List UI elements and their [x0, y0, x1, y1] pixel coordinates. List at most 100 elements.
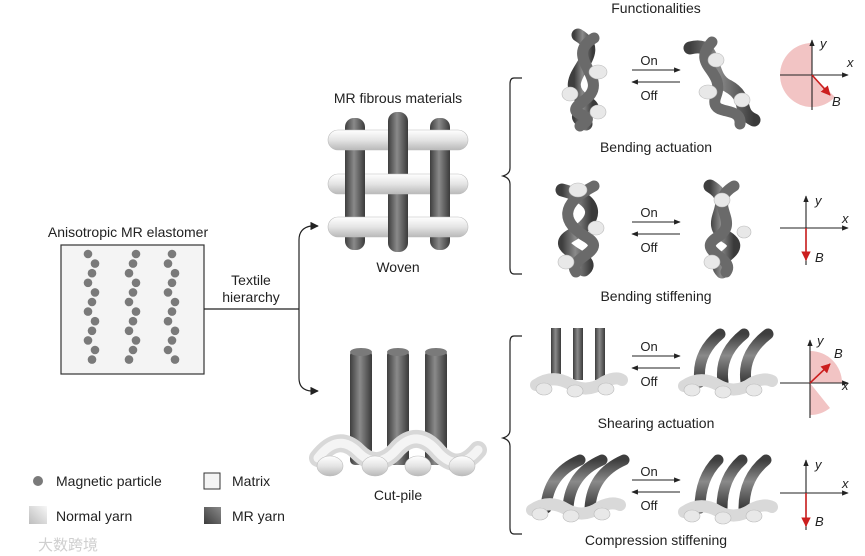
legend: Magnetic particle Matrix Normal yarn MR … [29, 472, 285, 524]
caption-bending-stiffening: Bending stiffening [600, 288, 711, 304]
shearing-actuation-switch-arrows: On Off [631, 339, 681, 389]
magnetic-particle [124, 268, 134, 278]
magnetic-particle [128, 288, 138, 297]
bending-actuation-off-state [561, 28, 608, 132]
magnetic-particle [167, 249, 177, 259]
field-diagram-2: y x B [780, 193, 849, 265]
bending-actuation-on-state [683, 36, 761, 130]
axis-x-3: x [841, 378, 849, 393]
woven-fabric [327, 112, 469, 252]
magnetic-particle [128, 345, 138, 355]
hierarchy-label-line1: Textile [231, 272, 271, 288]
axis-y-3: y [816, 333, 825, 348]
magnetic-particle [90, 288, 100, 297]
bending-stiffening-off-state [555, 180, 605, 278]
cutpile-caption: Cut-pile [374, 487, 422, 503]
field-diagram-1: y x B [780, 36, 854, 110]
magnetic-particle [163, 316, 173, 326]
functionalities-header: Functionalities [611, 0, 701, 16]
compression-stiffening-off-state [526, 454, 630, 523]
compression-stiffening-on-state [678, 454, 778, 525]
legend-magnetic-particle: Magnetic particle [56, 473, 162, 489]
magnetic-particle [170, 326, 180, 336]
bracket-woven [500, 77, 522, 275]
watermark: 大数跨境 [38, 536, 98, 554]
magnetic-particle [163, 259, 173, 268]
magnetic-particle [167, 278, 177, 288]
magnetic-particle [124, 297, 134, 307]
on-label-2: On [640, 205, 657, 220]
magnetic-particle [83, 278, 93, 288]
magnetic-particle [131, 278, 141, 288]
off-label-1: Off [640, 88, 657, 103]
magnetic-particle [131, 336, 141, 345]
legend-matrix: Matrix [232, 473, 270, 489]
on-label-3: On [640, 339, 657, 354]
legend-mr-yarn-swatch [204, 507, 221, 524]
magnetic-particle [83, 336, 93, 345]
caption-bending-actuation: Bending actuation [600, 139, 712, 155]
off-label-2: Off [640, 240, 657, 255]
off-label-3: Off [640, 374, 657, 389]
legend-matrix-swatch [203, 472, 221, 490]
caption-compression-stiffening: Compression stiffening [585, 532, 727, 548]
magnetic-particle [167, 307, 177, 316]
magnetic-particle [131, 249, 141, 259]
bracket-cutpile [500, 335, 522, 535]
field-label-3: B [834, 346, 843, 361]
woven-title: MR fibrous materials [334, 90, 462, 106]
on-label-4: On [640, 464, 657, 479]
magnetic-particle [83, 307, 93, 316]
magnetic-particle [87, 268, 97, 278]
field-label-2: B [815, 250, 824, 265]
hierarchy-connector [204, 221, 319, 396]
magnetic-particle [83, 249, 93, 259]
magnetic-particle [163, 345, 173, 355]
axis-x-4: x [841, 476, 849, 491]
compression-stiffening-switch-arrows: On Off [631, 464, 681, 513]
axis-y-1: y [819, 36, 828, 51]
legend-particle-swatch [33, 476, 43, 486]
legend-normal-yarn: Normal yarn [56, 508, 132, 524]
on-label-1: On [640, 53, 657, 68]
legend-mr-yarn: MR yarn [232, 508, 285, 524]
axis-y-2: y [814, 193, 823, 208]
magnetic-particle [170, 297, 180, 307]
magnetic-particle [131, 307, 141, 316]
axis-y-4: y [814, 457, 823, 472]
off-label-4: Off [640, 498, 657, 513]
magnetic-particle [163, 288, 173, 297]
magnetic-particle [90, 316, 100, 326]
magnetic-particle [167, 336, 177, 345]
field-diagram-4: y x B [780, 457, 849, 530]
magnetic-particle [90, 259, 100, 268]
caption-shearing-actuation: Shearing actuation [598, 415, 715, 431]
magnetic-particle [124, 355, 134, 364]
magnetic-particle [128, 316, 138, 326]
field-label-1: B [832, 94, 841, 109]
axis-x-1: x [846, 55, 854, 70]
magnetic-particle [170, 355, 180, 364]
bending-actuation-switch-arrows: On Off [631, 53, 681, 103]
magnetic-particle [124, 326, 134, 336]
particle-chains [83, 249, 180, 364]
woven-caption: Woven [376, 259, 419, 275]
legend-normal-yarn-swatch [29, 506, 47, 524]
magnetic-particle [87, 326, 97, 336]
magnetic-particle [128, 259, 138, 268]
elastomer-title: Anisotropic MR elastomer [48, 224, 209, 240]
magnetic-particle [87, 355, 97, 364]
magnetic-particle [170, 268, 180, 278]
magnetic-particle [87, 297, 97, 307]
shearing-actuation-on-state [678, 328, 778, 399]
shearing-actuation-off-state [530, 328, 628, 398]
magnetic-particle [90, 345, 100, 355]
field-diagram-3: y x B [780, 333, 849, 418]
field-label-4: B [815, 514, 824, 529]
bending-stiffening-switch-arrows: On Off [631, 205, 681, 255]
axis-x-2: x [841, 211, 849, 226]
bending-stiffening-on-state [703, 179, 752, 279]
hierarchy-label-line2: hierarchy [222, 289, 280, 305]
cutpile-fabric [309, 348, 487, 477]
